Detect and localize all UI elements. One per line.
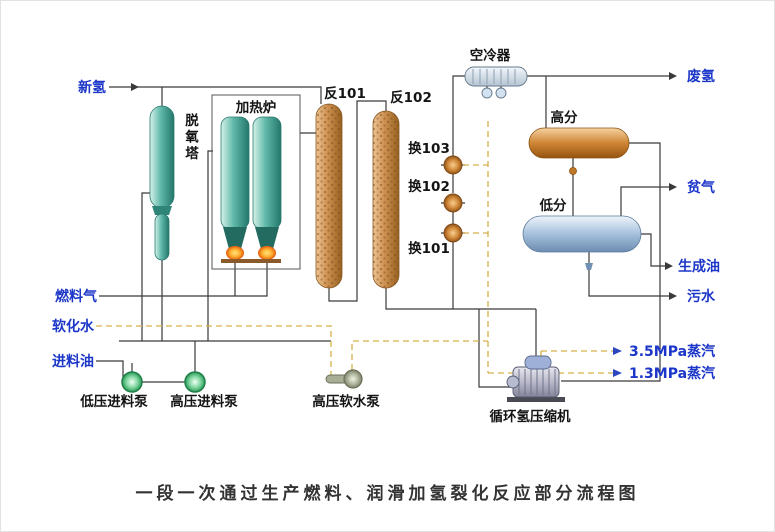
softened-water-label: 软化水 bbox=[52, 318, 95, 335]
waste-hydrogen-label: 废氢 bbox=[687, 68, 715, 85]
valve-icon bbox=[569, 167, 577, 175]
hp-water-pump-label: 高压软水泵 bbox=[312, 393, 380, 410]
heat-exchanger-101 bbox=[443, 223, 463, 243]
heat-exchanger-103 bbox=[443, 155, 463, 175]
exchanger-101-label: 换101 bbox=[408, 240, 450, 257]
deoxygenation-tower bbox=[149, 105, 175, 261]
exchanger-102-label: 换102 bbox=[408, 178, 450, 195]
recycle-hydrogen-compressor bbox=[506, 355, 565, 402]
sewage-label: 污水 bbox=[687, 288, 716, 305]
steam-1-3-label: 1.3MPa蒸汽 bbox=[629, 365, 715, 382]
arrow-new-hydrogen-icon bbox=[131, 83, 139, 91]
reactor-101 bbox=[315, 103, 343, 289]
product-oil-label: 生成油 bbox=[678, 258, 720, 275]
boot-nozzle-icon bbox=[585, 263, 593, 270]
high-pressure-separator bbox=[528, 127, 630, 175]
arrow-steam-3-5-icon bbox=[613, 347, 622, 355]
recycle-compressor-label: 循环氢压缩机 bbox=[490, 408, 571, 425]
steam-3-5-label: 3.5MPa蒸汽 bbox=[629, 343, 715, 360]
heating-furnace bbox=[211, 94, 301, 270]
fan-motor-icon bbox=[481, 87, 493, 99]
reactor-102-label: 反102 bbox=[390, 89, 432, 106]
reactor-102 bbox=[372, 110, 400, 289]
deox-tower-label: 脱氧塔 bbox=[182, 113, 198, 163]
lp-feed-pump bbox=[121, 371, 143, 393]
arrow-waste-hydrogen-icon bbox=[669, 72, 677, 80]
burner-flame-icon bbox=[226, 246, 244, 260]
arrow-steam-1-3-icon bbox=[613, 369, 622, 377]
lp-separator-label: 低分 bbox=[539, 197, 568, 214]
hp-feed-pump-label: 高压进料泵 bbox=[170, 393, 238, 410]
heat-exchanger-102 bbox=[443, 193, 463, 213]
reactor-101-label: 反101 bbox=[324, 85, 366, 102]
arrow-sewage-icon bbox=[669, 292, 677, 300]
hp-water-pump bbox=[325, 369, 363, 389]
air-cooler bbox=[464, 66, 528, 99]
lp-feed-pump-label: 低压进料泵 bbox=[79, 393, 148, 410]
hp-separator-label: 高分 bbox=[551, 109, 579, 126]
diagram-title: 一段一次通过生产燃料、润滑加氢裂化反应部分流程图 bbox=[135, 484, 640, 504]
steam-arrows bbox=[613, 347, 622, 377]
new-hydrogen-label: 新氢 bbox=[78, 79, 106, 96]
furnace-label: 加热炉 bbox=[235, 99, 277, 116]
arrow-lean-gas-icon bbox=[669, 183, 677, 191]
arrow-product-oil-icon bbox=[665, 262, 673, 270]
feed-oil-label: 进料油 bbox=[52, 353, 94, 370]
hp-feed-pump bbox=[184, 371, 206, 393]
low-pressure-separator bbox=[522, 215, 642, 270]
air-cooler-label: 空冷器 bbox=[470, 47, 511, 64]
burner-flame-icon bbox=[258, 246, 276, 260]
flow-arrows bbox=[131, 72, 677, 300]
fuel-gas-label: 燃料气 bbox=[55, 288, 97, 305]
exchanger-103-label: 换103 bbox=[408, 140, 450, 157]
fan-motor-icon bbox=[495, 87, 507, 99]
lean-gas-label: 贫气 bbox=[687, 179, 715, 196]
